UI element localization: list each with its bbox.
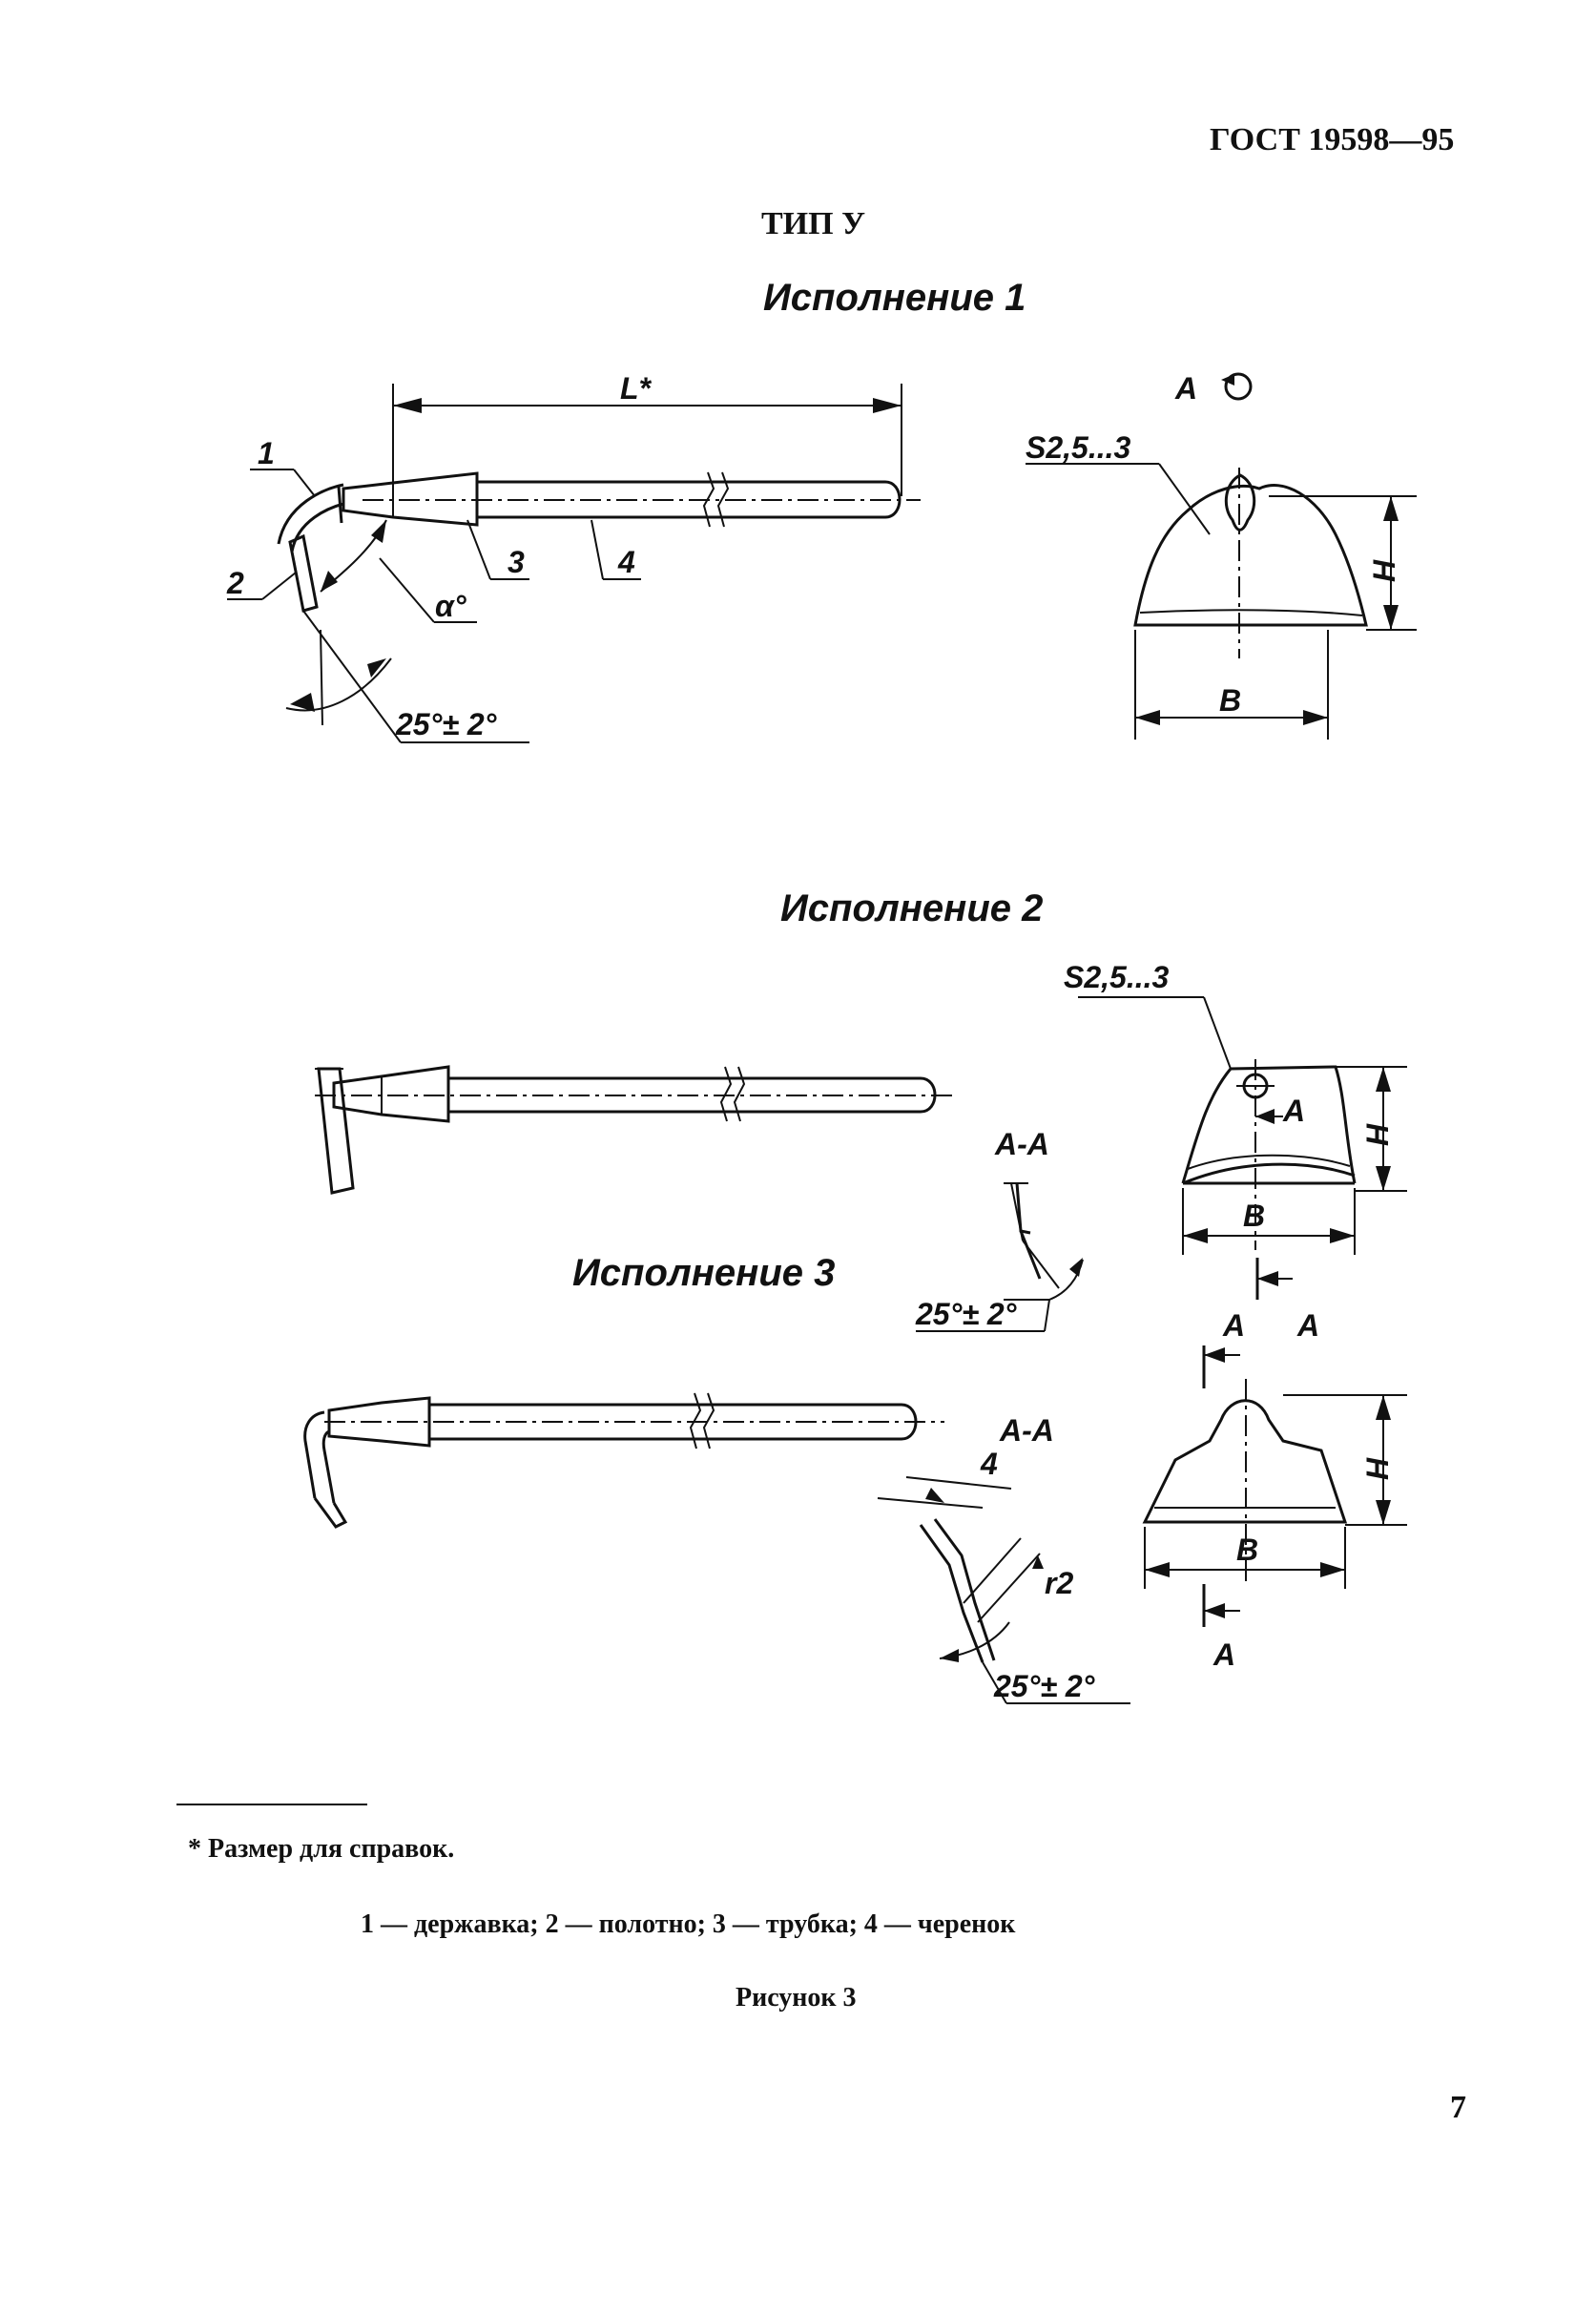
variant-1-side-view: L* 1 2 3 4 [226, 371, 921, 743]
dim-4: 4 [980, 1447, 998, 1481]
variant-3-side-view [303, 1392, 944, 1529]
angle-alpha: α° [435, 589, 466, 623]
variant-1-view-a: А S2,5...3 Н В [1026, 371, 1417, 740]
angle-25-v2: 25°± 2° [915, 1297, 1017, 1331]
dim-width-v1: В [1219, 683, 1241, 718]
dim-height-v2: Н [1360, 1123, 1395, 1146]
dim-length: L* [620, 371, 653, 406]
variant-2-front-view: S2,5...3 А Н В А [1064, 960, 1407, 1343]
dim-height-v1: Н [1367, 559, 1401, 582]
variant-3-heading: Исполнение 3 [572, 1252, 836, 1294]
standard-number: ГОСТ 19598—95 [1210, 122, 1455, 157]
page-number: 7 [1450, 2090, 1466, 2125]
dim-height-v3: Н [1360, 1457, 1395, 1480]
callout-1: 1 [258, 436, 275, 470]
footnote-rule [176, 1804, 367, 1805]
section-markers-top: А [1202, 1308, 1245, 1388]
angle-25-v3: 25°± 2° [993, 1669, 1095, 1703]
section-aa-v3: А-А 4 r2 25°± 2° [877, 1413, 1130, 1704]
section-aa-label-v3: А-А [999, 1413, 1054, 1448]
variant-3-front-view: Н В А [1142, 1379, 1407, 1672]
variant-2-heading: Исполнение 2 [780, 887, 1044, 929]
angle-25-v1: 25°± 2° [395, 707, 497, 741]
view-a-label: А [1174, 371, 1197, 406]
footnote: * Размер для справок. [188, 1834, 455, 1864]
section-aa-v2: А-А 25°± 2° [915, 1127, 1084, 1332]
section-aa-label-v2: А-А [994, 1127, 1049, 1161]
section-mark-a-top-left: А [1222, 1308, 1245, 1343]
section-arrow-a-v2: А [1282, 1094, 1305, 1128]
thickness-v1: S2,5...3 [1026, 430, 1131, 465]
callout-2: 2 [226, 566, 244, 600]
variant-2-side-view [315, 1065, 954, 1195]
legend: 1 — державка; 2 — полотно; 3 — трубка; 4… [361, 1909, 1016, 1939]
section-mark-a-v2: А [1296, 1308, 1319, 1343]
callout-3: 3 [508, 545, 525, 579]
section-mark-a-v3: А [1213, 1637, 1235, 1672]
type-title: ТИП У [761, 206, 866, 241]
variant-1-heading: Исполнение 1 [763, 277, 1026, 319]
dim-width-v2: В [1243, 1199, 1265, 1233]
figure-caption: Рисунок 3 [736, 1983, 857, 2013]
callout-4: 4 [617, 545, 635, 579]
dim-width-v3: В [1236, 1533, 1258, 1567]
thickness-v2: S2,5...3 [1064, 960, 1170, 994]
dim-r: r2 [1045, 1566, 1073, 1600]
